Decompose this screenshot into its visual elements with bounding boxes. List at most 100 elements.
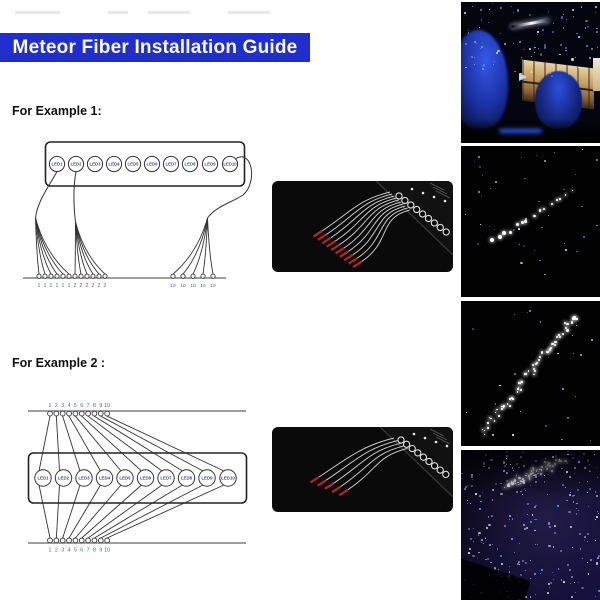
star: [553, 22, 555, 24]
star: [546, 591, 549, 594]
meteor-dot: [490, 417, 492, 420]
star: [523, 523, 526, 526]
star: [520, 261, 523, 265]
top-artifact: [108, 11, 128, 14]
star: [548, 11, 550, 13]
star: [533, 52, 535, 54]
star: [596, 27, 598, 30]
star: [464, 11, 467, 14]
star: [524, 570, 527, 572]
star: [519, 41, 521, 43]
star: [552, 30, 555, 33]
star: [535, 504, 537, 507]
led-port-label: LED1: [52, 162, 64, 167]
star: [534, 506, 536, 508]
label-text-hint: [435, 190, 451, 199]
fiber-port-icon: [442, 470, 450, 479]
bottom-link-line: [55, 484, 60, 539]
star: [480, 45, 483, 48]
star: [466, 411, 468, 413]
star: [525, 561, 527, 564]
fiber-cable: [352, 205, 406, 256]
star: [597, 554, 600, 558]
top-link-line: [94, 415, 183, 472]
top-fiber-end: [85, 410, 91, 417]
led-port: [201, 155, 219, 173]
star: [578, 36, 580, 38]
star: [524, 596, 527, 599]
output-number: 10: [180, 283, 186, 289]
led-port-label: LED2: [58, 476, 70, 481]
star: [512, 469, 515, 472]
star: [581, 205, 583, 208]
star: [538, 47, 540, 49]
fiber-end: [54, 273, 60, 279]
meteor-dot: [533, 214, 536, 218]
star: [557, 352, 559, 355]
star: [553, 525, 556, 528]
star: [595, 158, 598, 161]
meteor-dot: [512, 398, 514, 400]
fiber-strand: [35, 217, 70, 275]
fiber-end: [78, 273, 84, 279]
star: [478, 156, 481, 158]
bottom-number: 5: [74, 548, 77, 554]
top-link-line: [106, 415, 225, 472]
led-port-label: LED6: [140, 476, 152, 481]
bottom-number: 6: [80, 548, 83, 554]
star: [572, 9, 575, 12]
star: [536, 34, 538, 36]
star: [505, 472, 508, 475]
star: [587, 573, 590, 575]
star: [577, 509, 580, 512]
star: [569, 583, 572, 585]
meteor-dot: [483, 433, 486, 436]
star: [585, 19, 588, 23]
star: [529, 596, 532, 598]
output-number: 10: [170, 283, 176, 289]
star: [548, 544, 551, 548]
led-port-label: LED3: [78, 476, 90, 481]
led-port: [162, 155, 180, 173]
bottom-link-line: [38, 484, 51, 539]
star: [499, 384, 502, 387]
star: [529, 48, 532, 50]
star: [496, 52, 499, 54]
bottom-fiber-end: [78, 537, 85, 544]
star: [492, 544, 494, 545]
fiber-port-icon: [414, 449, 422, 457]
star: [534, 46, 537, 49]
fiber-end: [90, 273, 96, 279]
fiber-end: [200, 273, 206, 279]
star: [480, 194, 483, 197]
fiber-cable: [334, 197, 397, 242]
meteor-dot: [566, 329, 569, 332]
bottom-fiber-end: [72, 537, 79, 544]
top-link-line: [62, 416, 81, 472]
star: [594, 12, 597, 14]
star: [478, 27, 481, 29]
top-artifact: [15, 11, 60, 14]
fiber-cable: [343, 201, 402, 249]
star: [587, 561, 588, 563]
star: [560, 579, 563, 581]
star: [517, 9, 520, 12]
fiber-port-icon: [436, 223, 444, 232]
fiber-port-icon: [424, 214, 433, 223]
star: [474, 40, 477, 43]
meteor-dot: [538, 209, 542, 212]
bottom-link-line: [68, 484, 101, 539]
star: [510, 5, 513, 8]
controller-cables-art: [312, 181, 453, 269]
top-link-line: [55, 416, 60, 472]
car-window-sliver: [593, 58, 600, 91]
star: [573, 581, 576, 584]
star: [540, 569, 544, 572]
star: [479, 223, 481, 225]
star: [586, 540, 588, 542]
meteor-dot: [496, 409, 498, 411]
led-port: [116, 469, 134, 487]
star: [500, 6, 503, 9]
led-port: [198, 469, 216, 487]
fiber-strand: [207, 217, 214, 275]
